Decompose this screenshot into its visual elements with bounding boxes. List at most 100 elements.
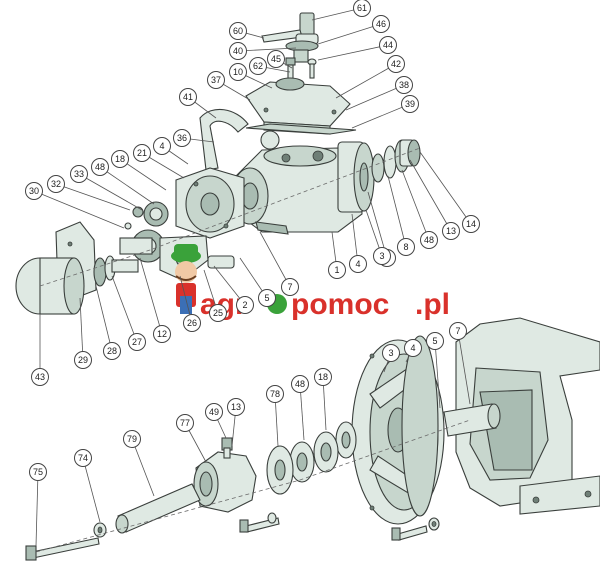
callout-44: 44 (317, 36, 397, 61)
bearing-housing (193, 437, 257, 513)
callout-48: 48 (291, 375, 309, 441)
farmer-mascot-icon (171, 244, 201, 314)
callout-62: 62 (249, 57, 291, 75)
callout-circle (449, 322, 467, 340)
callout-label: 8 (403, 242, 408, 252)
callout-label: 42 (391, 59, 401, 69)
callout-circle (426, 332, 444, 350)
callout-circle (395, 76, 413, 94)
callout-13: 13 (409, 159, 460, 240)
callout-7: 7 (449, 322, 471, 405)
callout-label: 30 (29, 186, 39, 196)
callout-label: 77 (180, 418, 190, 428)
callout-circle (153, 325, 171, 343)
watermark-part3: .pl (415, 288, 450, 321)
left-coupling (15, 255, 139, 315)
callout-leader (95, 285, 113, 352)
callout-circle (103, 342, 121, 360)
callout-label: 5 (264, 293, 269, 303)
callout-60: 60 (229, 22, 265, 40)
callout-circle (128, 333, 146, 351)
callout-36: 36 (173, 129, 215, 147)
callout-leader (299, 383, 305, 441)
callout-circle (183, 314, 201, 332)
gear-housing (175, 167, 245, 239)
callout-8: 8 (387, 175, 415, 256)
callout-leader (409, 159, 452, 232)
callout-label: 74 (78, 453, 88, 463)
callout-4: 4 (349, 213, 367, 273)
callout-5: 5 (426, 332, 444, 409)
callout-leader (259, 231, 291, 288)
callout-label: 1 (334, 265, 339, 275)
callout-77: 77 (176, 414, 207, 463)
callout-label: 26 (187, 318, 197, 328)
callout-circle (173, 129, 191, 147)
callout-leader (33, 190, 125, 229)
shaft-rings (266, 403, 501, 495)
callout-label: 40 (233, 46, 243, 56)
callout-49: 49 (205, 403, 227, 439)
callout-leader (367, 191, 388, 259)
callout-label: 48 (95, 162, 105, 172)
callout-circle (281, 278, 299, 296)
callout-label: 10 (233, 67, 243, 77)
callout-circle (379, 36, 397, 54)
callout-circle (387, 55, 405, 73)
callout-label: 4 (159, 141, 164, 151)
callout-circle (372, 15, 390, 33)
callout-30: 30 (25, 182, 125, 229)
callout-40: 40 (229, 42, 297, 60)
callout-33: 33 (70, 165, 143, 211)
callout-label: 36 (177, 133, 187, 143)
callout-circle (29, 463, 47, 481)
callout-label: 78 (270, 389, 280, 399)
callout-28: 28 (95, 285, 121, 360)
callout-circle (133, 144, 151, 162)
callout-label: 21 (137, 148, 147, 158)
callout-circle (205, 403, 223, 421)
callout-leader (78, 173, 143, 211)
callout-leader (317, 23, 382, 45)
callout-label: 7 (455, 326, 460, 336)
callout-45: 45 (267, 50, 293, 69)
callout-circle (236, 296, 254, 314)
callout-21: 21 (133, 144, 185, 179)
callout-circle (266, 385, 284, 403)
callout-3: 3 (382, 344, 400, 373)
callout-26: 26 (179, 275, 201, 332)
callout-circle (176, 414, 194, 432)
callout-75: 75 (29, 463, 47, 547)
callout-4: 4 (153, 137, 189, 165)
callout-leader (457, 330, 471, 405)
callout-label: 14 (466, 219, 476, 229)
callout-circle (229, 22, 247, 40)
callout-10: 10 (229, 63, 273, 89)
callout-4: 4 (404, 339, 422, 363)
callout-label: 3 (388, 348, 393, 358)
callout-label: 38 (399, 80, 409, 90)
callout-46: 46 (317, 15, 390, 45)
check-ball (260, 130, 280, 150)
callout-circle (404, 339, 422, 357)
callout-label: 45 (271, 54, 281, 64)
callout-leader (237, 47, 297, 52)
bolts-washers (25, 512, 440, 561)
callout-circle (258, 289, 276, 307)
callout-circle (314, 368, 332, 386)
callout-circle (382, 344, 400, 362)
right-cylinder (337, 141, 375, 213)
callout-circle (249, 57, 267, 75)
callout-circle (207, 71, 225, 89)
callout-leader (351, 103, 411, 129)
callout-label: 18 (115, 154, 125, 164)
callout-14: 14 (419, 151, 480, 233)
callout-label: 4 (355, 259, 360, 269)
right-seal-set (371, 139, 421, 183)
callout-leader (401, 169, 430, 241)
drive-gears (119, 201, 169, 263)
callout-leader (434, 340, 441, 409)
callout-circle (111, 150, 129, 168)
callout-leader (139, 257, 163, 335)
callout-18: 18 (111, 150, 167, 191)
